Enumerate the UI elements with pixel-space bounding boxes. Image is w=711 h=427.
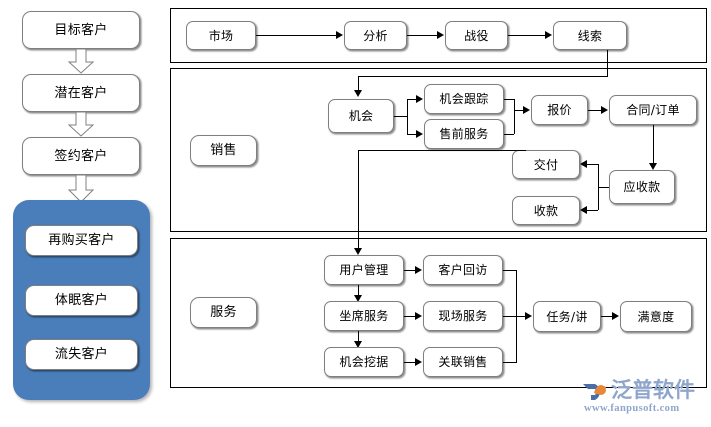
lifecycle-node-dormant[interactable]: 体眠客户 <box>25 285 138 316</box>
lifecycle-node-target[interactable]: 目标客户 <box>22 11 140 49</box>
arrowhead-lead-to-opportunity <box>354 90 362 97</box>
connector-quotation-to-contract <box>588 110 602 111</box>
fanpu-logo-icon <box>582 378 608 402</box>
arrowhead-seat-to-mining <box>354 341 362 348</box>
brand-logo: 泛普软件 www.fanpusoft.com <box>582 378 695 414</box>
arrowhead-mining-to-crosssell <box>415 358 422 366</box>
connector-tracking-merge <box>504 99 514 100</box>
connector-mining-to-crosssell <box>404 362 416 363</box>
block-arrow-target-to-potential <box>66 49 96 74</box>
node-customer-revisit[interactable]: 客户回访 <box>423 255 503 285</box>
arrowhead-receivable-to-delivery <box>580 160 587 168</box>
connector-receivable-in <box>598 187 609 188</box>
block-arrow-signed-to-retention <box>66 175 96 203</box>
node-opportunity-mining[interactable]: 机会挖据 <box>324 347 404 377</box>
node-user-management[interactable]: 用户管理 <box>324 255 404 285</box>
node-payment[interactable]: 收款 <box>512 196 580 225</box>
connector-merge-to-task <box>516 316 526 317</box>
panel-market <box>170 8 707 63</box>
arrowhead-market-to-analysis <box>336 31 343 39</box>
node-quotation[interactable]: 报价 <box>531 95 588 125</box>
node-market[interactable]: 市场 <box>186 21 256 50</box>
stage-label-sales: 销售 <box>190 135 257 166</box>
connector-lead-down <box>607 50 608 77</box>
arrowhead-receivable-to-payment <box>580 206 587 214</box>
connector-opportunity-split-v <box>407 99 408 134</box>
connector-merge-vertical <box>514 99 515 134</box>
arrowhead-sales-to-service <box>354 248 362 255</box>
panel-service <box>170 238 707 388</box>
connector-receivable-to-delivery <box>586 164 598 165</box>
arrowhead-task-to-satisfaction <box>612 312 619 320</box>
brand-url: www.fanpusoft.com <box>584 403 680 414</box>
connector-onsite-merge <box>503 316 516 317</box>
connector-merge-to-quotation <box>514 110 524 111</box>
arrowhead-merge-to-task <box>525 312 532 320</box>
connector-seat-to-mining <box>358 331 359 343</box>
arrowhead-seat-to-onsite <box>415 312 422 320</box>
node-campaign[interactable]: 战役 <box>445 21 508 50</box>
connector-presales-merge <box>504 134 514 135</box>
node-opportunity-tracking[interactable]: 机会跟踪 <box>424 84 504 114</box>
arrowhead-opportunity-to-tracking <box>416 95 423 103</box>
node-onsite-service[interactable]: 现场服务 <box>423 301 503 331</box>
brand-name: 泛普软件 <box>611 377 695 402</box>
connector-receivable-to-payment <box>586 210 598 211</box>
panel-sales <box>170 68 707 232</box>
arrowhead-user-mgmt-to-revisit <box>415 266 422 274</box>
arrowhead-analysis-to-campaign <box>437 31 444 39</box>
connector-lead-left <box>358 76 608 77</box>
node-satisfaction[interactable]: 满意度 <box>620 301 692 332</box>
connector-sales-to-service-v <box>358 150 359 250</box>
connector-revisit-merge <box>503 270 516 271</box>
connector-analysis-to-campaign <box>407 35 438 36</box>
node-cross-sell[interactable]: 关联销售 <box>423 347 503 377</box>
connector-opportunity-to-presales <box>407 134 418 135</box>
stage-label-service: 服务 <box>190 297 257 328</box>
lifecycle-node-repurchase[interactable]: 再购买客户 <box>25 225 138 256</box>
block-arrow-potential-to-signed <box>66 112 96 137</box>
lifecycle-node-potential[interactable]: 潜在客户 <box>22 74 140 112</box>
connector-market-to-analysis <box>256 35 337 36</box>
arrowhead-opportunity-to-presales <box>416 130 423 138</box>
connector-seat-to-onsite <box>404 316 416 317</box>
arrowhead-campaign-to-lead <box>545 31 552 39</box>
connector-sales-to-service-h <box>358 150 526 151</box>
connector-task-to-satisfaction <box>601 316 613 317</box>
connector-contract-to-receivable <box>653 125 654 165</box>
lifecycle-node-churned[interactable]: 流失客户 <box>25 339 138 370</box>
arrowhead-quotation-to-contract <box>601 106 608 114</box>
arrowhead-user-mgmt-to-seat <box>354 295 362 302</box>
connector-user-mgmt-to-seat <box>358 285 359 297</box>
connector-user-mgmt-to-revisit <box>404 270 416 271</box>
connector-opportunity-to-tracking <box>407 99 418 100</box>
node-opportunity[interactable]: 机会 <box>328 99 394 133</box>
node-task-review[interactable]: 任务/讲 <box>533 301 601 332</box>
connector-campaign-to-lead <box>508 35 546 36</box>
node-delivery[interactable]: 交付 <box>512 150 580 179</box>
arrowhead-merge-to-quotation <box>523 106 530 114</box>
node-contract-order[interactable]: 合同/订单 <box>609 95 697 125</box>
lifecycle-node-signed[interactable]: 签约客户 <box>22 137 140 175</box>
node-analysis[interactable]: 分析 <box>344 21 407 50</box>
connector-opportunity-split <box>394 116 407 117</box>
node-lead[interactable]: 线索 <box>553 21 627 50</box>
node-presales-service[interactable]: 售前服务 <box>424 119 504 149</box>
connector-crosssell-merge <box>503 362 516 363</box>
node-receivable[interactable]: 应收款 <box>609 170 675 204</box>
connector-lead-into-opportunity <box>358 76 359 92</box>
arrowhead-contract-to-receivable <box>649 163 657 170</box>
node-seat-service[interactable]: 坐席服务 <box>324 301 404 331</box>
